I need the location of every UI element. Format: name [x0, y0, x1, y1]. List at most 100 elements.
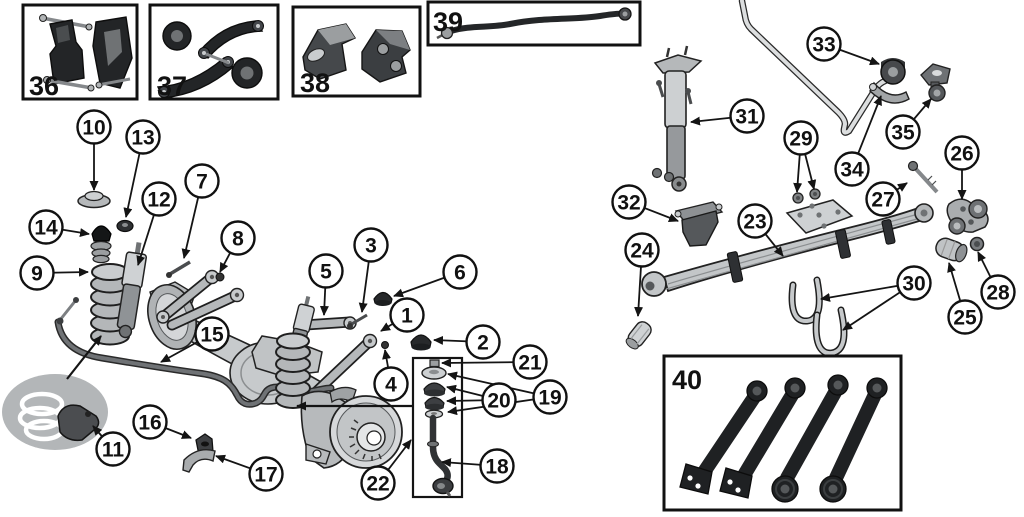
track-bar-illustration [436, 7, 632, 40]
callout-circle-18[interactable] [479, 448, 515, 484]
box-38-label: 38 [300, 68, 330, 98]
callout-number-34: 34 [840, 159, 864, 182]
callout-20[interactable]: 20 [481, 382, 517, 418]
callout-34[interactable]: 34 [834, 151, 870, 187]
callout-circle-31[interactable] [729, 98, 765, 134]
callout-31[interactable]: 31 [729, 98, 765, 134]
callout-17[interactable]: 17 [248, 456, 284, 492]
callout-27[interactable]: 27 [865, 181, 901, 217]
rear-spring-plate-nuts [785, 188, 854, 234]
rear-shackle [946, 198, 989, 235]
callout-circle-33[interactable] [806, 26, 842, 62]
rear-shackle-bushing [935, 237, 968, 263]
callout-number-35: 35 [891, 122, 915, 145]
callout-circle-10[interactable] [76, 109, 112, 145]
callout-circle-1[interactable] [389, 297, 425, 333]
callout-15[interactable]: 15 [194, 316, 230, 352]
callout-circle-35[interactable] [885, 114, 921, 150]
callout-circle-27[interactable] [865, 181, 901, 217]
callout-circle-19[interactable] [532, 379, 568, 415]
callout-32[interactable]: 32 [611, 184, 647, 220]
rear-leaf-spring [641, 203, 934, 297]
callout-number-28: 28 [986, 282, 1010, 305]
callout-26[interactable]: 26 [944, 135, 980, 171]
callout-6[interactable]: 6 [442, 254, 478, 290]
callout-circle-28[interactable] [980, 274, 1016, 310]
callout-number-4: 4 [385, 374, 397, 397]
callout-circle-12[interactable] [141, 181, 177, 217]
box-39-frame [426, 0, 642, 47]
callout-circle-26[interactable] [944, 135, 980, 171]
callout-number-12: 12 [147, 189, 170, 212]
callout-23[interactable]: 23 [737, 203, 773, 239]
callout-11[interactable]: 11 [95, 431, 131, 467]
callout-4[interactable]: 4 [373, 366, 409, 402]
callout-33[interactable]: 33 [806, 26, 842, 62]
callout-16[interactable]: 16 [132, 404, 168, 440]
callout-circle-22[interactable] [360, 465, 396, 501]
rear-sway-bar-bushing [869, 58, 910, 104]
callout-circle-5[interactable] [308, 253, 344, 289]
callout-number-25: 25 [953, 307, 977, 330]
callout-circle-32[interactable] [611, 184, 647, 220]
box-38-frame [291, 5, 422, 98]
callout-29[interactable]: 29 [783, 120, 819, 156]
callout-circle-34[interactable] [834, 151, 870, 187]
callout-circle-24[interactable] [624, 232, 660, 268]
callout-9[interactable]: 9 [19, 255, 55, 291]
callout-circle-30[interactable] [896, 265, 932, 301]
callout-circle-9[interactable] [19, 255, 55, 291]
callout-circle-29[interactable] [783, 120, 819, 156]
box-36-label: 36 [29, 71, 59, 101]
callout-18[interactable]: 18 [479, 448, 515, 484]
leaf-spring-bushing [625, 321, 652, 350]
callout-circle-25[interactable] [947, 299, 983, 335]
callout-1[interactable]: 1 [389, 297, 425, 333]
callout-circle-20[interactable] [481, 382, 517, 418]
inset-box-40: 40 [662, 354, 903, 512]
callout-number-27: 27 [871, 189, 894, 212]
callout-35[interactable]: 35 [885, 114, 921, 150]
callout-28[interactable]: 28 [980, 274, 1016, 310]
callout-22[interactable]: 22 [360, 465, 396, 501]
callout-circle-13[interactable] [125, 119, 161, 155]
callout-circle-6[interactable] [442, 254, 478, 290]
callout-circle-21[interactable] [512, 344, 548, 380]
callout-14[interactable]: 14 [28, 209, 64, 245]
shackle-kit-illustration [39, 14, 133, 92]
callout-circle-14[interactable] [28, 209, 64, 245]
callout-number-11: 11 [102, 439, 125, 462]
callout-circle-11[interactable] [95, 431, 131, 467]
callout-7[interactable]: 7 [184, 163, 220, 199]
callout-25[interactable]: 25 [947, 299, 983, 335]
callout-5[interactable]: 5 [308, 253, 344, 289]
rear-sway-bar-link [920, 63, 951, 102]
callout-13[interactable]: 13 [125, 119, 161, 155]
callout-circle-23[interactable] [737, 203, 773, 239]
callout-3[interactable]: 3 [353, 227, 389, 263]
callout-circle-15[interactable] [194, 316, 230, 352]
callout-24[interactable]: 24 [624, 232, 660, 268]
callout-2[interactable]: 2 [465, 324, 501, 360]
callout-number-3: 3 [365, 235, 377, 258]
callout-number-15: 15 [200, 324, 224, 347]
callout-number-32: 32 [617, 192, 640, 215]
callout-circle-4[interactable] [373, 366, 409, 402]
callout-21[interactable]: 21 [512, 344, 548, 380]
callout-number-16: 16 [138, 412, 161, 435]
callout-number-2: 2 [477, 332, 489, 355]
callout-circle-7[interactable] [184, 163, 220, 199]
callout-circle-17[interactable] [248, 456, 284, 492]
callout-number-30: 30 [902, 273, 925, 296]
callout-8[interactable]: 8 [220, 220, 256, 256]
callout-circle-16[interactable] [132, 404, 168, 440]
callout-30[interactable]: 30 [896, 265, 932, 301]
callout-circle-3[interactable] [353, 227, 389, 263]
callout-19[interactable]: 19 [532, 379, 568, 415]
callout-10[interactable]: 10 [76, 109, 112, 145]
callout-12[interactable]: 12 [141, 181, 177, 217]
callout-circle-8[interactable] [220, 220, 256, 256]
callout-circle-2[interactable] [465, 324, 501, 360]
